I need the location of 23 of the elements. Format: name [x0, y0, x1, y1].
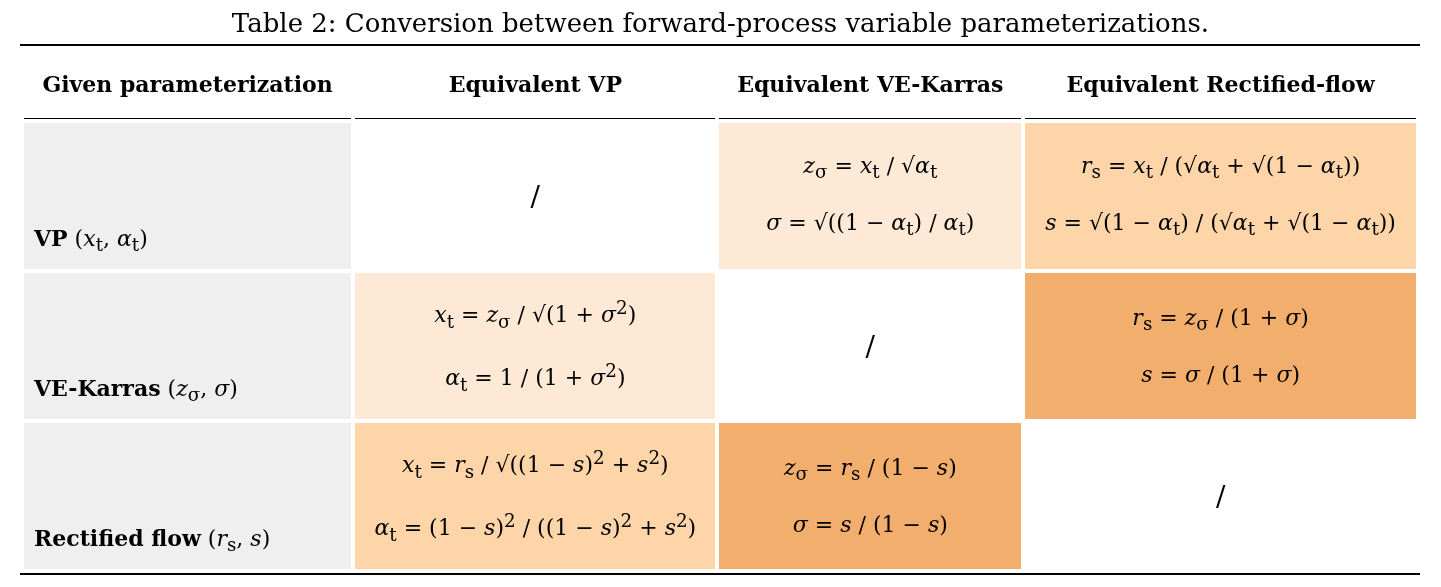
- table-caption: Table 2: Conversion between forward-process variable parameterizations.: [230, 8, 1211, 38]
- formula: σ = s / (1 − s): [792, 512, 948, 538]
- formula: α$_{t}$ = 1 / (1 + σ$^{2}$): [445, 360, 626, 395]
- formula: s = √(1 − α$_{t}$) / (√α$_{t}$ + √(1 − α$_{t}$)): [1045, 210, 1396, 240]
- slash-mark: /: [530, 179, 541, 213]
- formula: z$_{σ}$ = x$_{t}$ / √α$_{t}$: [803, 152, 938, 182]
- column-header: Equivalent Rectified-flow: [1066, 71, 1375, 97]
- formula: z$_{σ}$ = r$_{s}$ / (1 − s): [783, 454, 957, 485]
- row-header: VP (x$_{t}$, α$_{t}$): [34, 224, 148, 255]
- formula: s = σ / (1 + σ): [1141, 362, 1300, 388]
- formula: r$_{s}$ = x$_{t}$ / (√α$_{t}$ + √(1 − α$_{t}$)): [1081, 152, 1361, 182]
- row-header: VE-Karras (z$_{σ}$, σ): [34, 374, 238, 405]
- formula: α$_{t}$ = (1 − s)$^{2}$ / ((1 − s)$^{2}$ + s$^{2}$): [374, 510, 697, 545]
- row-header: Rectified flow (r$_{s}$, s): [34, 524, 271, 555]
- slash-mark: /: [1215, 479, 1226, 513]
- formula: σ = √((1 − α$_{t}$) / α$_{t}$): [766, 210, 975, 240]
- column-header: Given parameterization: [42, 71, 333, 97]
- slash-mark: /: [865, 329, 876, 363]
- formula: r$_{s}$ = z$_{σ}$ / (1 + σ): [1132, 304, 1309, 335]
- column-header: Equivalent VP: [448, 71, 622, 97]
- formula: x$_{t}$ = z$_{σ}$ / √(1 + σ$^{2}$): [434, 297, 637, 332]
- formula: x$_{t}$ = r$_{s}$ / √((1 − s)$^{2}$ + s$^{2}$): [401, 447, 669, 482]
- column-header: Equivalent VE-Karras: [737, 71, 1004, 97]
